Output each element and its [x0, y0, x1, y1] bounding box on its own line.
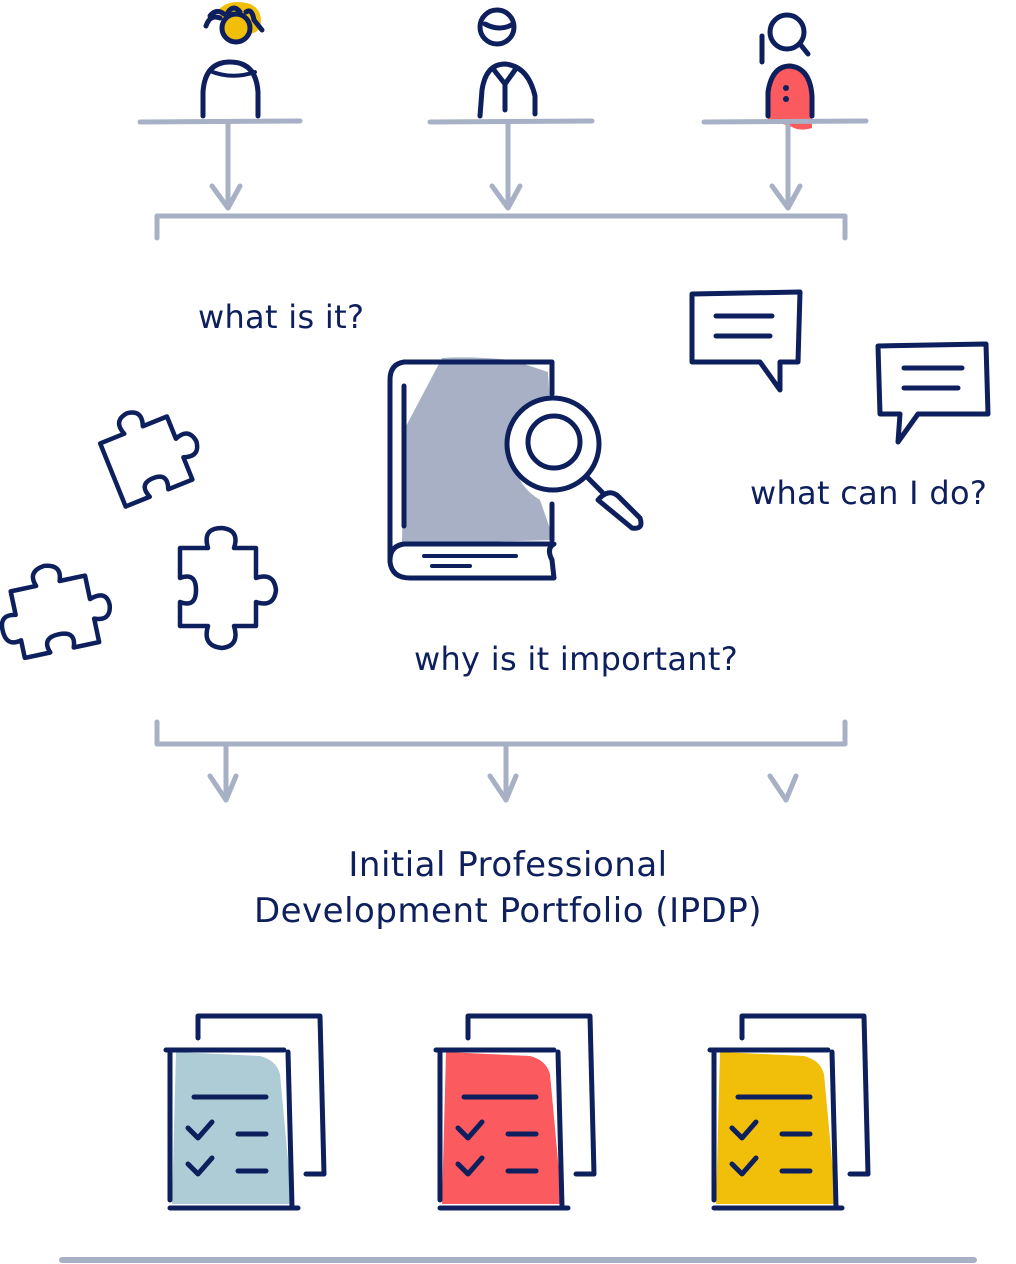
top-bracket [154, 213, 848, 241]
torso [200, 59, 261, 119]
document-red [433, 1013, 597, 1211]
bottom-bracket [154, 719, 848, 747]
head [477, 7, 517, 47]
back-page [739, 1013, 871, 1177]
book-fill [402, 357, 554, 544]
head [219, 11, 253, 45]
check-icon [185, 1155, 215, 1177]
page-outline [433, 1047, 571, 1211]
document-light-blue [163, 1013, 327, 1211]
arrow-down [489, 121, 523, 211]
handle [595, 490, 644, 531]
arrow-down [487, 743, 519, 803]
person-with-tie [477, 7, 538, 119]
speech-bubble-icon [875, 341, 991, 445]
arrow-down [769, 123, 803, 211]
speech-bubble-icon [689, 289, 803, 393]
check-icon [185, 1119, 215, 1141]
puzzle-piece-icon [0, 563, 113, 661]
page-outline [163, 1047, 301, 1211]
check-icon [729, 1119, 759, 1141]
magnifier-icon [504, 395, 644, 531]
top-connectors [137, 118, 869, 241]
head [767, 12, 807, 52]
hair [759, 33, 811, 65]
desk-3 [701, 118, 869, 125]
book-icon [387, 357, 557, 581]
question-why-important: why is it important? [414, 640, 738, 678]
question-what-can-i-do: what can I do? [750, 474, 988, 512]
back-page [195, 1013, 327, 1177]
collar [208, 69, 257, 78]
lens-neck [585, 475, 605, 495]
page-outline [707, 1047, 845, 1211]
puzzle-piece-icon [97, 410, 200, 509]
arrow-down [207, 743, 239, 803]
person-long-hair [759, 12, 815, 130]
torso [477, 61, 538, 119]
hair-curls [203, 5, 265, 33]
arrow-head [767, 773, 799, 803]
check-icon [729, 1155, 759, 1177]
lens-outer [504, 395, 602, 493]
desk-1 [137, 118, 303, 125]
document-yellow [707, 1013, 871, 1211]
check-icon [455, 1119, 485, 1141]
title-line-1: Initial Professional [348, 845, 668, 885]
book-outline [387, 359, 557, 581]
button-dot [783, 96, 789, 102]
bottom-connectors [154, 719, 848, 803]
desk-2 [427, 118, 595, 125]
person-curly-hair [200, 2, 265, 119]
check-icon [455, 1155, 485, 1177]
button-dot [783, 85, 789, 91]
hair-line [482, 21, 516, 31]
puzzle-piece-icon [177, 525, 279, 651]
torso [765, 63, 815, 119]
tie [491, 67, 518, 113]
back-page [465, 1013, 597, 1177]
portfolio-title: Initial Professional Development Portfol… [0, 842, 1016, 934]
lens-inner [525, 413, 583, 471]
title-line-2: Development Portfolio (IPDP) [253, 891, 763, 931]
dress-red-fill [768, 66, 812, 130]
arrow-down [209, 121, 243, 211]
question-what-is-it: what is it? [198, 298, 365, 336]
